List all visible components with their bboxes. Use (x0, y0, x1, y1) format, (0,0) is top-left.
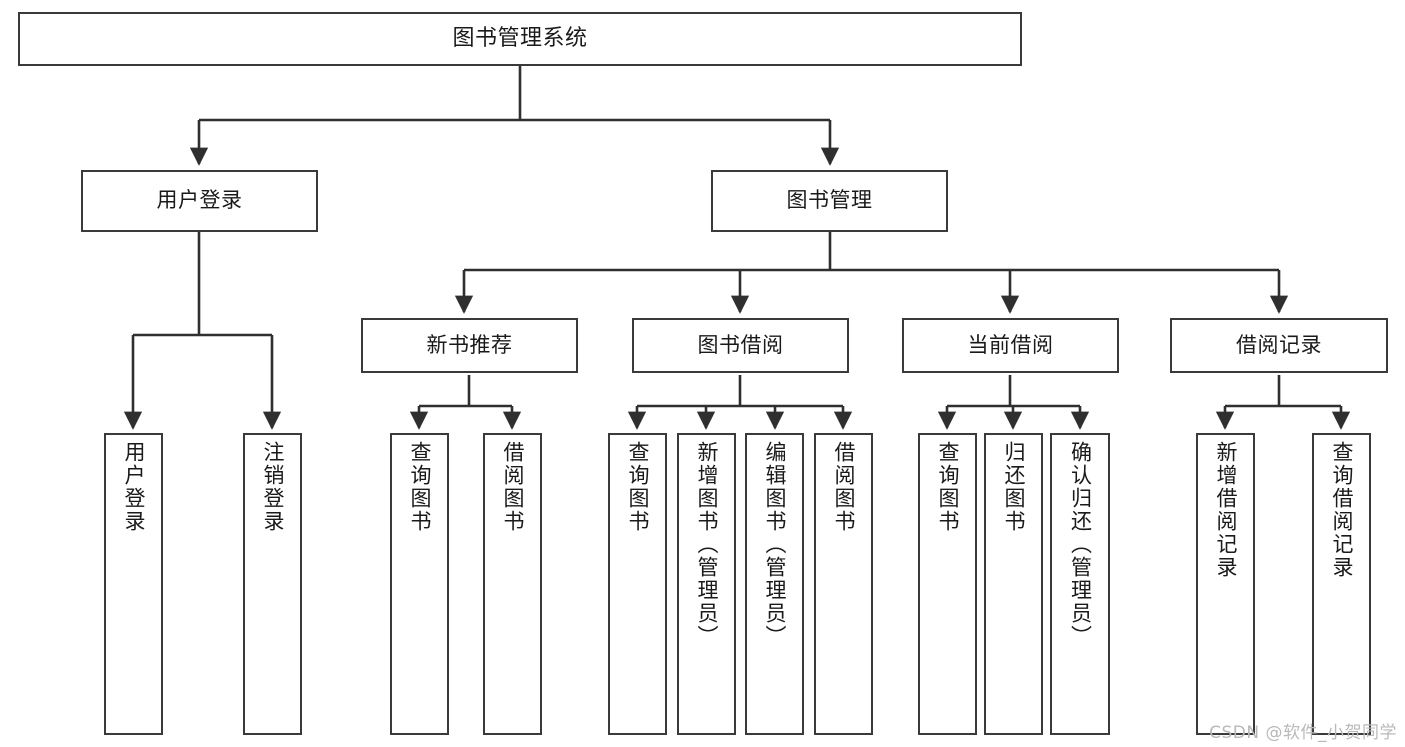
node-new-book-recommend[interactable]: 新书推荐 (361, 318, 578, 373)
node-label: 用户登录 (122, 441, 146, 533)
node-label: 新增借阅记录 (1214, 441, 1238, 579)
leaf-borrow-add-book-admin[interactable]: 新增图书（管理员） (677, 433, 736, 735)
node-label: 图书管理系统 (452, 25, 588, 51)
leaf-borrow-query-book[interactable]: 查询图书 (608, 433, 667, 735)
node-label: 编辑图书（管理员） (763, 441, 787, 648)
leaf-record-query-borrow-record[interactable]: 查询借阅记录 (1312, 433, 1371, 735)
node-label: 新增图书（管理员） (695, 441, 719, 648)
node-borrow-record[interactable]: 借阅记录 (1170, 318, 1388, 373)
node-label: 查询图书 (936, 441, 960, 533)
leaf-new-book-query[interactable]: 查询图书 (390, 433, 449, 735)
leaf-current-confirm-return-admin[interactable]: 确认归还（管理员） (1050, 433, 1110, 735)
node-label: 注销登录 (261, 441, 285, 533)
node-label: 用户登录 (156, 188, 243, 213)
csdn-watermark: CSDN @软件_小贺同学 (1209, 723, 1397, 743)
leaf-user-login-signout[interactable]: 注销登录 (243, 433, 302, 735)
node-label: 确认归还（管理员） (1068, 441, 1093, 648)
leaf-user-login-signin[interactable]: 用户登录 (104, 433, 163, 735)
node-label: 新书推荐 (426, 332, 513, 357)
node-label: 借阅记录 (1236, 332, 1322, 357)
leaf-record-add-borrow-record[interactable]: 新增借阅记录 (1196, 433, 1255, 735)
leaf-current-query-book[interactable]: 查询图书 (918, 433, 977, 735)
node-book-borrow[interactable]: 图书借阅 (632, 318, 849, 373)
leaf-current-return-book[interactable]: 归还图书 (984, 433, 1043, 735)
node-user-login[interactable]: 用户登录 (81, 170, 318, 232)
node-label: 当前借阅 (967, 332, 1054, 357)
leaf-borrow-edit-book-admin[interactable]: 编辑图书（管理员） (745, 433, 804, 735)
node-label: 图书管理 (786, 188, 873, 213)
leaf-new-book-borrow[interactable]: 借阅图书 (483, 433, 542, 735)
node-label: 查询图书 (408, 441, 432, 533)
node-label: 图书借阅 (697, 332, 784, 357)
node-label: 借阅图书 (501, 441, 525, 533)
node-label: 查询借阅记录 (1330, 441, 1354, 579)
leaf-borrow-borrow-book[interactable]: 借阅图书 (814, 433, 873, 735)
node-book-management[interactable]: 图书管理 (711, 170, 948, 232)
node-current-borrow[interactable]: 当前借阅 (902, 318, 1119, 373)
node-label: 借阅图书 (832, 441, 856, 533)
node-root-book-management-system[interactable]: 图书管理系统 (18, 12, 1022, 66)
node-label: 归还图书 (1002, 441, 1026, 533)
node-label: 查询图书 (626, 441, 650, 533)
